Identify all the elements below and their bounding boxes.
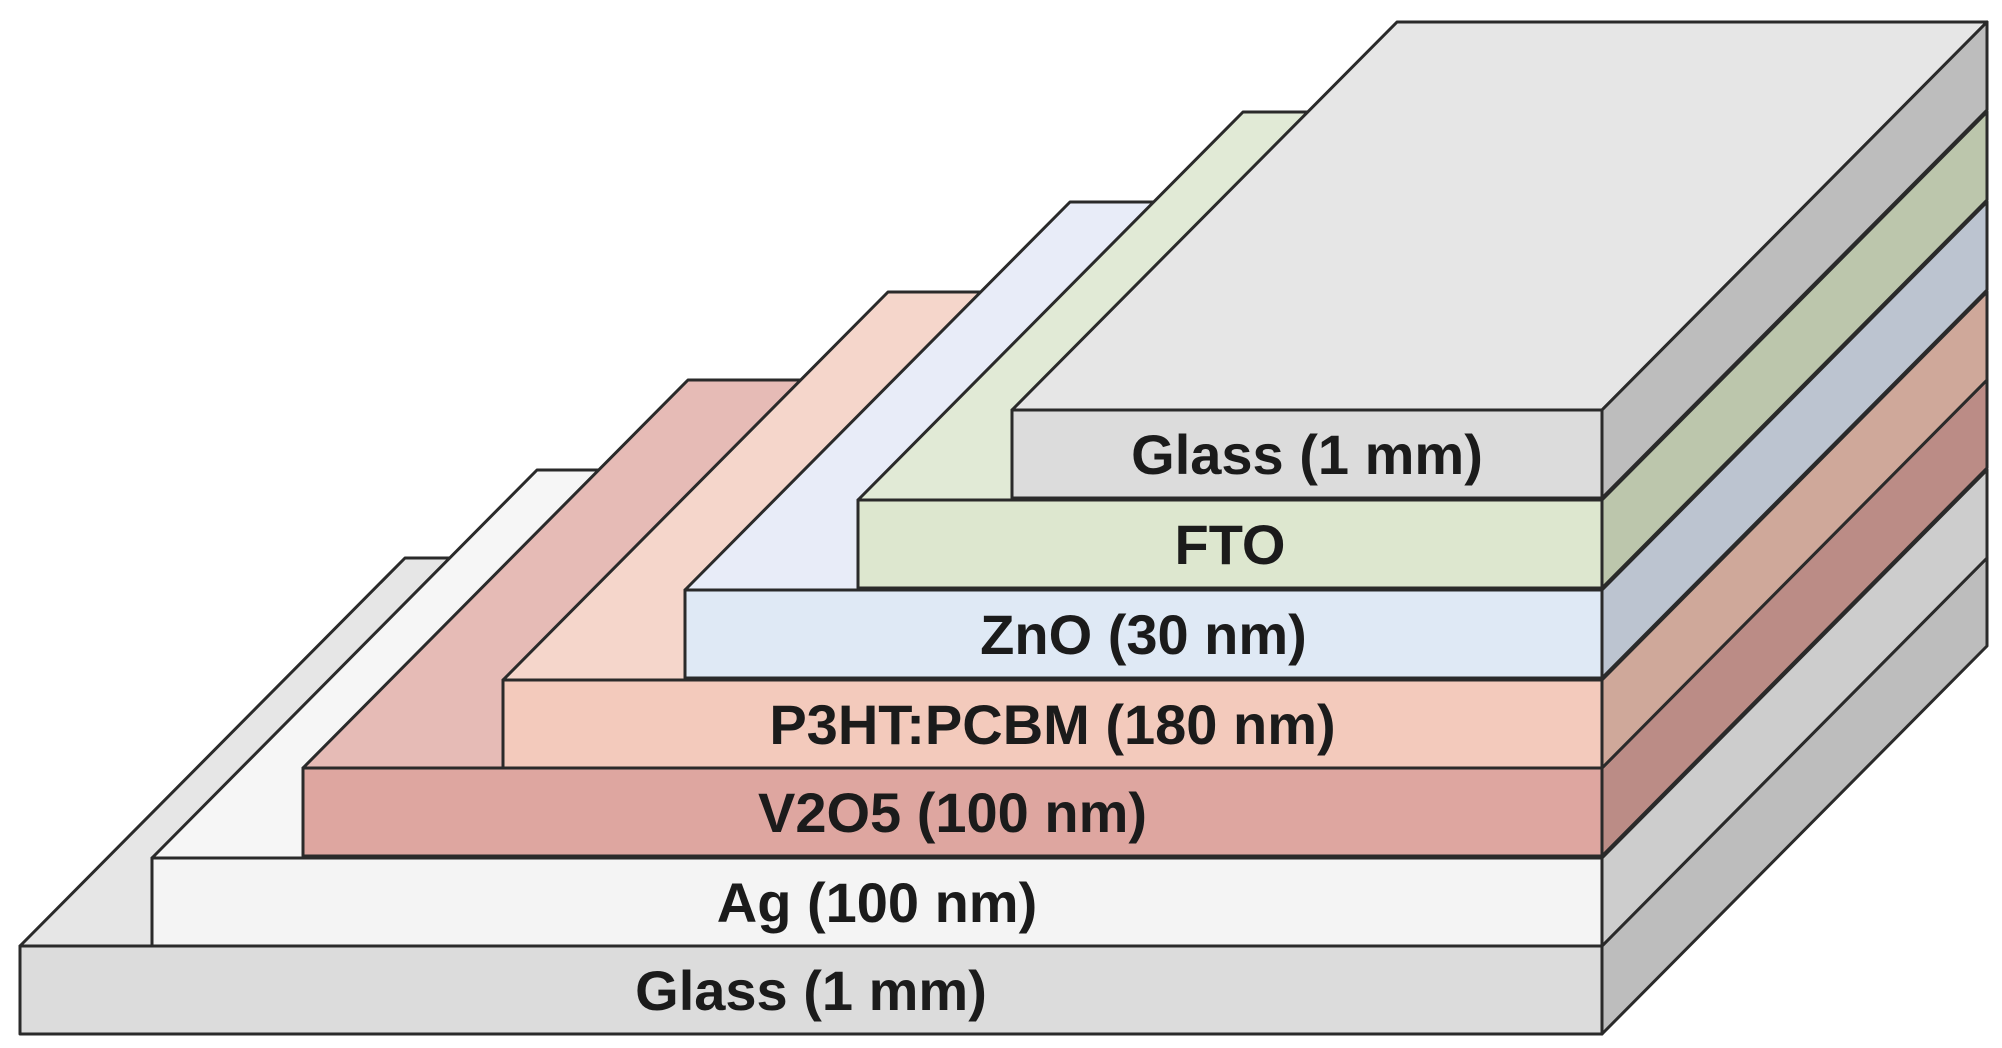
layer-label: ZnO (30 nm): [980, 603, 1307, 666]
layer-front-face: [150, 856, 1604, 948]
layer-label: P3HT:PCBM (180 nm): [769, 693, 1335, 756]
layer-label: Ag (100 nm): [717, 871, 1038, 934]
layer-label: Glass (1 mm): [1131, 423, 1483, 486]
layer-front-face: [1010, 408, 1604, 500]
layer-front-face: [683, 588, 1604, 680]
layer-label: FTO: [1175, 513, 1286, 576]
layer-front-face: [501, 678, 1604, 770]
layer-label: V2O5 (100 nm): [758, 781, 1147, 844]
layer-7: Glass (1 mm): [1010, 20, 1989, 500]
layer-label: Glass (1 mm): [635, 959, 987, 1022]
layer-front-face: [856, 498, 1604, 590]
